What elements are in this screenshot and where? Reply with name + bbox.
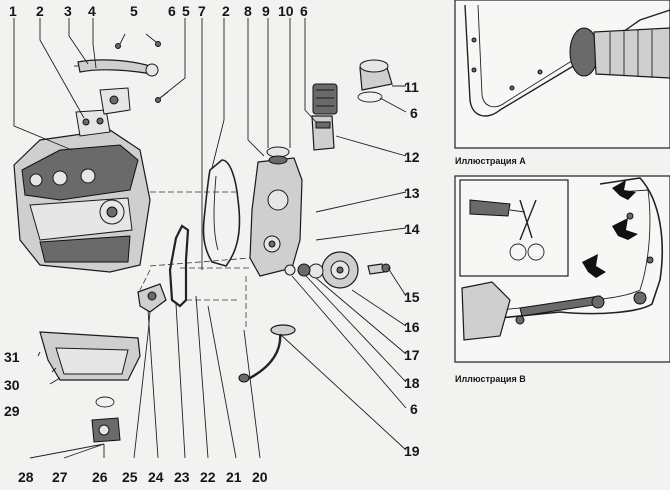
seal-ring-9 <box>266 146 290 165</box>
callout-29: 29 <box>4 403 20 419</box>
callout-19: 19 <box>404 443 420 459</box>
caption-illustration-b: Иллюстрация В <box>455 374 526 384</box>
thermostat-cover <box>99 87 131 115</box>
callout-15: 15 <box>404 289 420 305</box>
oil-pickup-tube <box>238 324 296 383</box>
callouts-right: 11 6 12 13 14 15 16 17 18 6 19 <box>404 79 420 459</box>
callout-31: 31 <box>4 349 20 365</box>
intake-gasket <box>75 109 111 137</box>
oil-pan <box>39 331 141 381</box>
callout-17: 17 <box>404 347 420 363</box>
callout-2: 2 <box>36 3 44 19</box>
callout-13: 13 <box>404 185 420 201</box>
callout-14: 14 <box>404 221 420 237</box>
tensioner <box>137 283 167 335</box>
callout-5: 5 <box>130 3 138 19</box>
callout-22: 22 <box>200 469 216 485</box>
callout-6: 6 <box>168 3 176 19</box>
filter-cap <box>357 59 393 103</box>
callout-1: 1 <box>9 3 17 19</box>
illustration-b <box>454 175 670 363</box>
callout-25: 25 <box>122 469 138 485</box>
bolt-5 <box>115 33 161 49</box>
callout-28: 28 <box>18 469 34 485</box>
oil-pump <box>249 157 303 277</box>
timing-chain <box>168 224 190 308</box>
callout-24: 24 <box>148 469 164 485</box>
callout-26: 26 <box>92 469 108 485</box>
coolant-pipe <box>74 59 159 77</box>
callout-23: 23 <box>174 469 190 485</box>
pulley-bolt <box>367 263 391 275</box>
illustration-a <box>454 0 670 149</box>
callout-9: 9 <box>262 3 270 19</box>
callouts-bottom: 28 27 26 25 24 23 22 21 20 <box>18 469 268 485</box>
callout-27: 27 <box>52 469 68 485</box>
seal-17 <box>284 263 324 279</box>
callout-21: 21 <box>226 469 242 485</box>
crank-pulley <box>321 251 359 289</box>
filter-housing <box>311 115 335 151</box>
callout-20: 20 <box>252 469 268 485</box>
oil-filter <box>312 83 338 115</box>
callout-6b: 6 <box>300 3 308 19</box>
callout-8: 8 <box>244 3 252 19</box>
callout-30: 30 <box>4 377 20 393</box>
callout-10: 10 <box>278 3 294 19</box>
callout-6c: 6 <box>410 105 418 121</box>
callout-12: 12 <box>404 149 420 165</box>
callout-6d: 6 <box>410 401 418 417</box>
engine-block <box>13 129 151 273</box>
callout-7: 7 <box>198 3 206 19</box>
callout-2b: 2 <box>222 3 230 19</box>
callout-5b: 5 <box>182 3 190 19</box>
timing-cover-gasket <box>202 159 241 267</box>
callouts-left: 1 2 3 4 5 6 7 2 8 9 10 6 5 <box>9 3 308 19</box>
callout-18: 18 <box>404 375 420 391</box>
callout-3: 3 <box>64 3 72 19</box>
caption-illustration-a: Иллюстрация А <box>455 156 526 166</box>
callouts-pan: 31 30 29 <box>4 349 20 419</box>
callout-16: 16 <box>404 319 420 335</box>
callout-11: 11 <box>404 79 419 95</box>
oil-level-sensor <box>91 396 121 443</box>
callout-4: 4 <box>88 3 96 19</box>
